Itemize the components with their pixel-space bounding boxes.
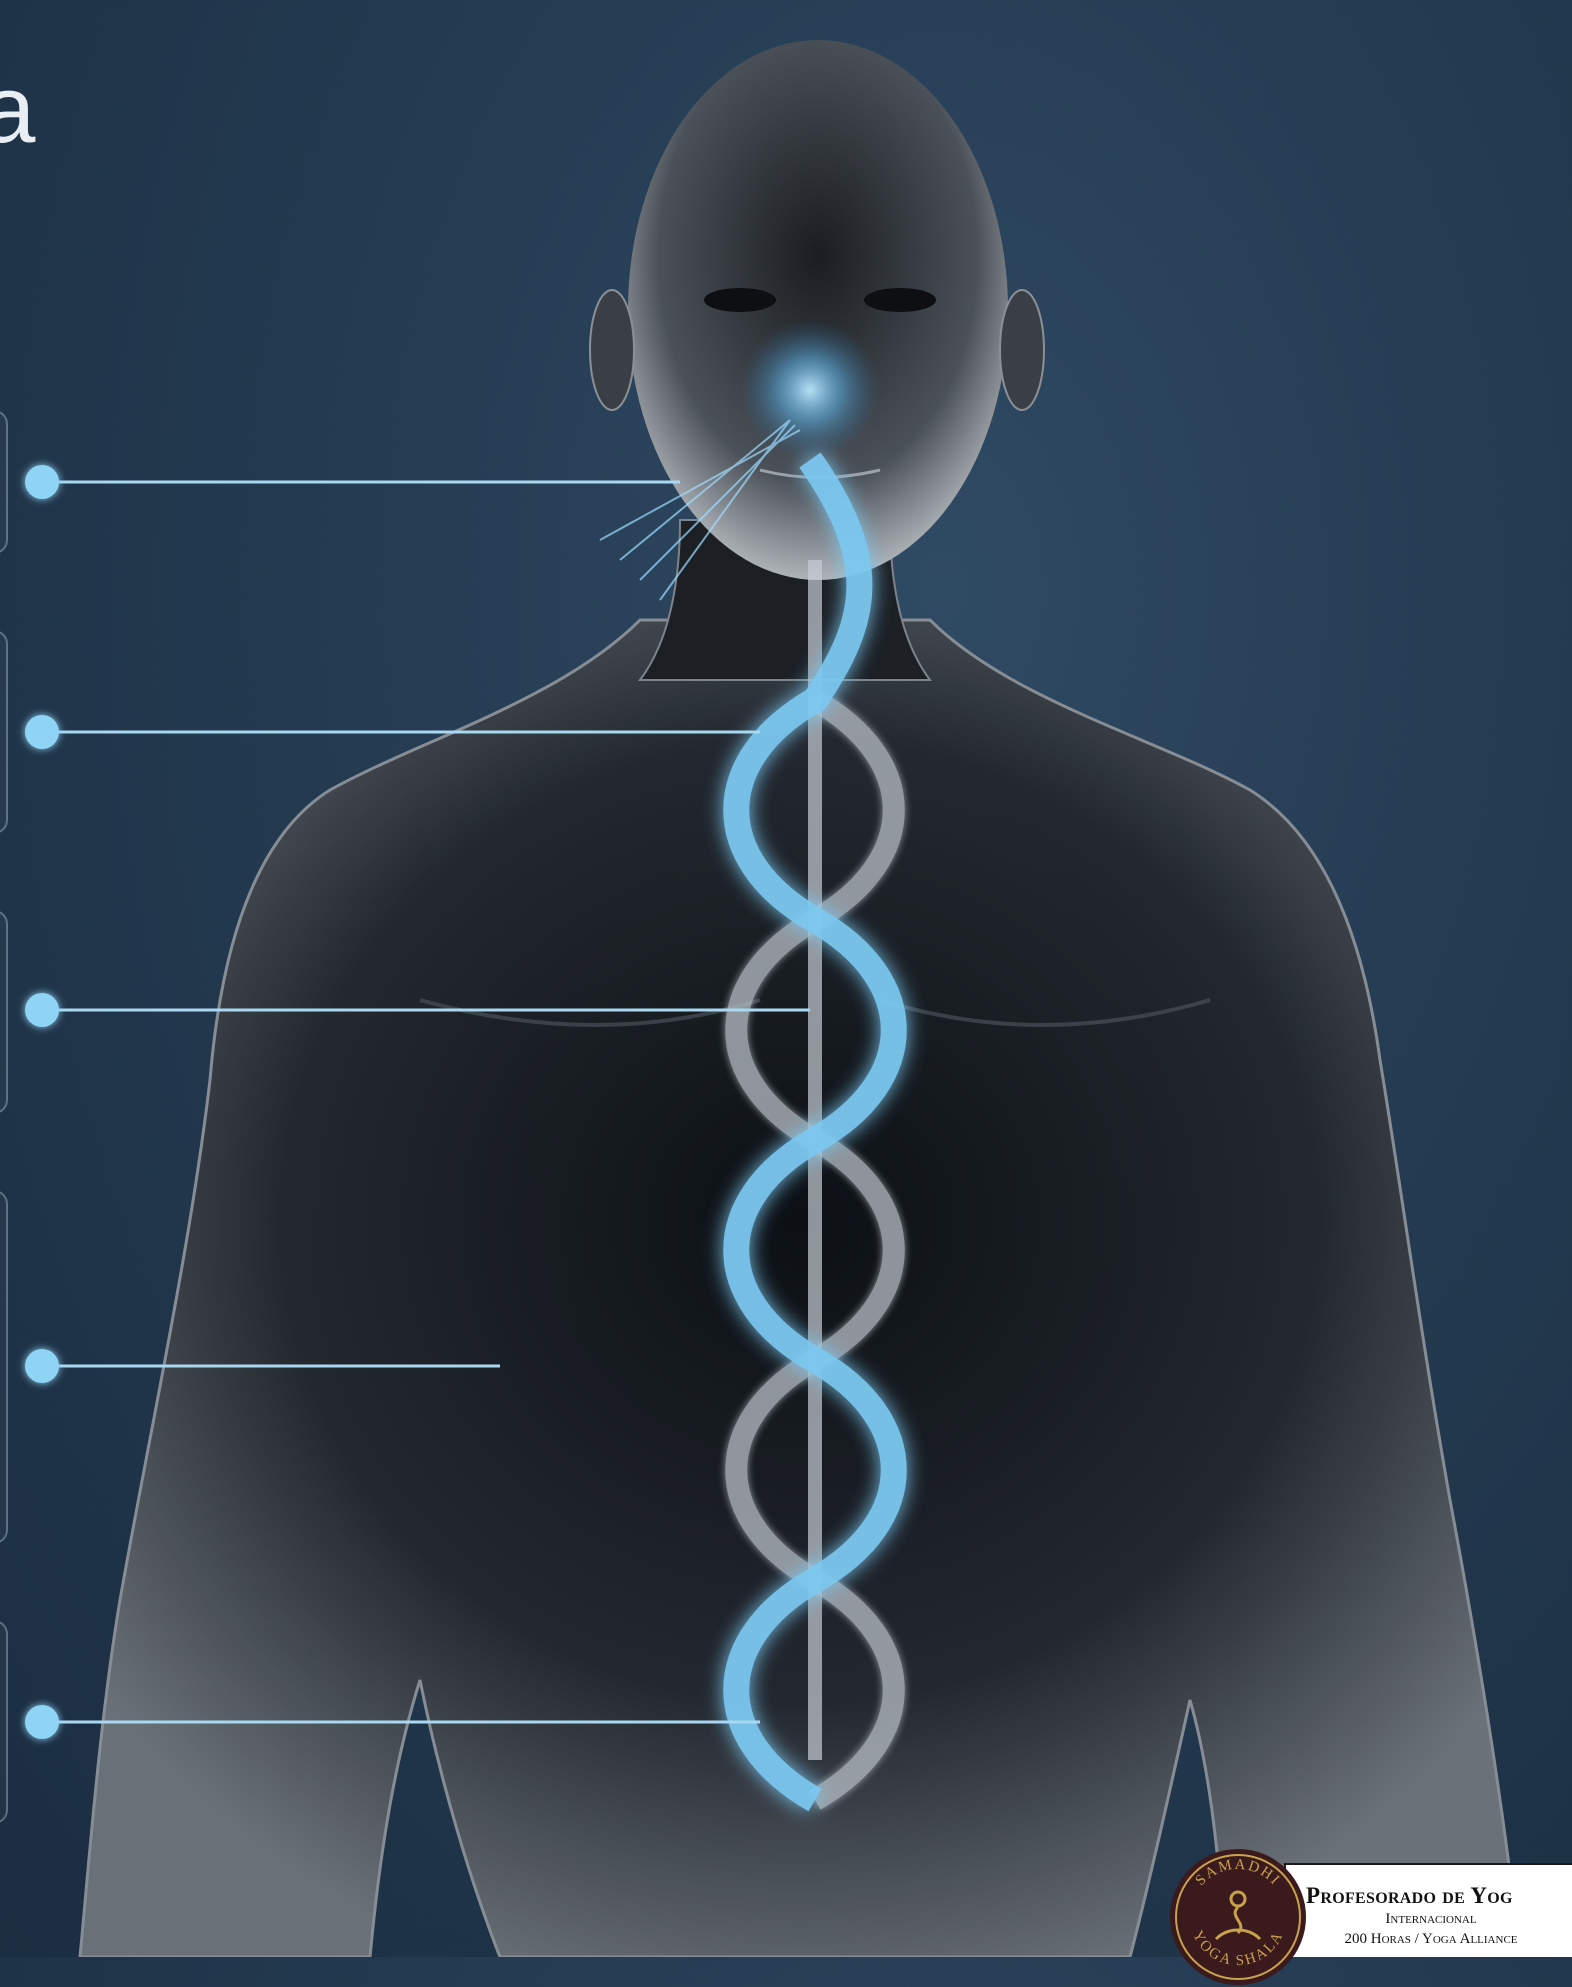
nose-breath-glow [740, 320, 880, 460]
torso-silhouette [80, 620, 1520, 1957]
badge-title: Profesorado de Yog [1306, 1883, 1572, 1909]
badge-line-2: 200 Horas / Yoga Alliance [1306, 1929, 1556, 1949]
side-card-5 [0, 1620, 8, 1824]
course-badge: Profesorado de Yog Internacional 200 Hor… [1168, 1847, 1572, 1957]
side-card-4 [0, 1190, 8, 1544]
marker-dot-4 [25, 1349, 59, 1383]
marker-dot-5 [25, 1705, 59, 1739]
marker-dot-1 [25, 465, 59, 499]
samadhi-seal-logo: SAMADHI YOGA SHALA [1168, 1847, 1308, 1987]
side-card-3 [0, 910, 8, 1114]
head-silhouette [628, 40, 1008, 580]
clipped-heading-letter: a [0, 62, 35, 158]
marker-dot-3 [25, 993, 59, 1027]
badge-text-box: Profesorado de Yog Internacional 200 Hor… [1284, 1863, 1572, 1957]
marker-dot-2 [25, 715, 59, 749]
side-card-1 [0, 410, 8, 554]
badge-line-1: Internacional [1306, 1909, 1556, 1929]
side-card-2 [0, 630, 8, 834]
